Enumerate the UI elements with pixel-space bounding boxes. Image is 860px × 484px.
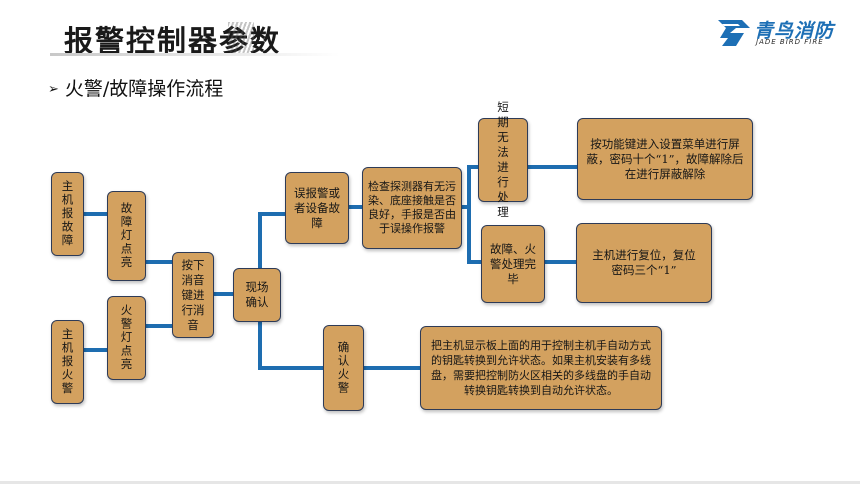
node-host-fault-label: 主机报故障 [60,180,75,248]
node-confirm-fire: 确认火警 [323,325,364,411]
logo-name: 青鸟消防 [754,20,835,42]
node-false-alarm: 误报警或者设备故障 [285,172,349,244]
arrow-bullet-icon: ➢ [48,82,59,97]
node-reset-action: 主机进行复位，复位密码三个“1” [576,223,712,303]
node-check-detector-label: 检查探测器有无污染、底座接触是否良好，手报是否由于误操作报警 [368,180,456,235]
connector-confirm-to-false-alarm [258,212,287,270]
brand-logo: 青鸟消防 JADE BIRD FIRE [716,16,846,50]
node-fault-light-label: 故障灯点亮 [119,202,134,270]
node-short-term: 短期无法进行处理 [478,100,528,219]
node-press-silence-label: 按下消音键进行消音 [181,257,205,332]
node-press-silence: 按下消音键进行消音 [172,252,214,338]
node-confirm-fire-label: 确认火警 [336,341,351,395]
connector-confirm-to-fire [258,320,325,370]
node-onsite-confirm-label: 现场确认 [245,280,269,309]
bird-logo-icon [718,20,750,46]
connector-check-to-short-term [460,165,480,209]
node-shield-action-label: 按功能键进入设置菜单进行屏蔽，密码十个“1”，故障解除后在进行屏蔽解除 [586,136,744,181]
title-underline [50,53,340,56]
page-title: 报警控制器参数 [64,24,282,58]
section-heading-text: 火警/故障操作流程 [64,78,224,100]
node-fire-light-label: 火警灯点亮 [119,304,134,372]
node-fire-light: 火警灯点亮 [107,296,146,380]
node-check-detector: 检查探测器有无污染、底座接触是否良好，手报是否由于误操作报警 [362,167,462,249]
connector-check-to-fault-done [460,205,483,264]
node-false-alarm-label: 误报警或者设备故障 [294,185,340,230]
node-fire-action-label: 把主机显示板上面的用于控制主机手自动方式的钥匙转换到允许状态。如果主机安装有多线… [431,339,651,397]
node-fire-action: 把主机显示板上面的用于控制主机手自动方式的钥匙转换到允许状态。如果主机安装有多线… [420,326,662,410]
node-host-fault: 主机报故障 [51,172,84,256]
node-host-fire-label: 主机报火警 [60,328,75,396]
title-decoration [228,22,254,54]
node-fault-done: 故障、火警处理完毕 [481,225,545,303]
node-fault-done-label: 故障、火警处理完毕 [490,241,536,286]
node-fault-light: 故障灯点亮 [107,191,146,281]
footer-divider [0,481,860,484]
node-shield-action: 按功能键进入设置菜单进行屏蔽，密码十个“1”，故障解除后在进行屏蔽解除 [577,118,753,200]
node-host-fire: 主机报火警 [51,320,84,404]
node-short-term-label: 短期无法进行处理 [497,100,509,219]
logo-subtitle: JADE BIRD FIRE [756,38,824,46]
node-reset-action-label: 主机进行复位，复位密码三个“1” [592,248,696,277]
section-heading: ➢ 火警/故障操作流程 [48,74,223,101]
node-onsite-confirm: 现场确认 [233,268,281,322]
